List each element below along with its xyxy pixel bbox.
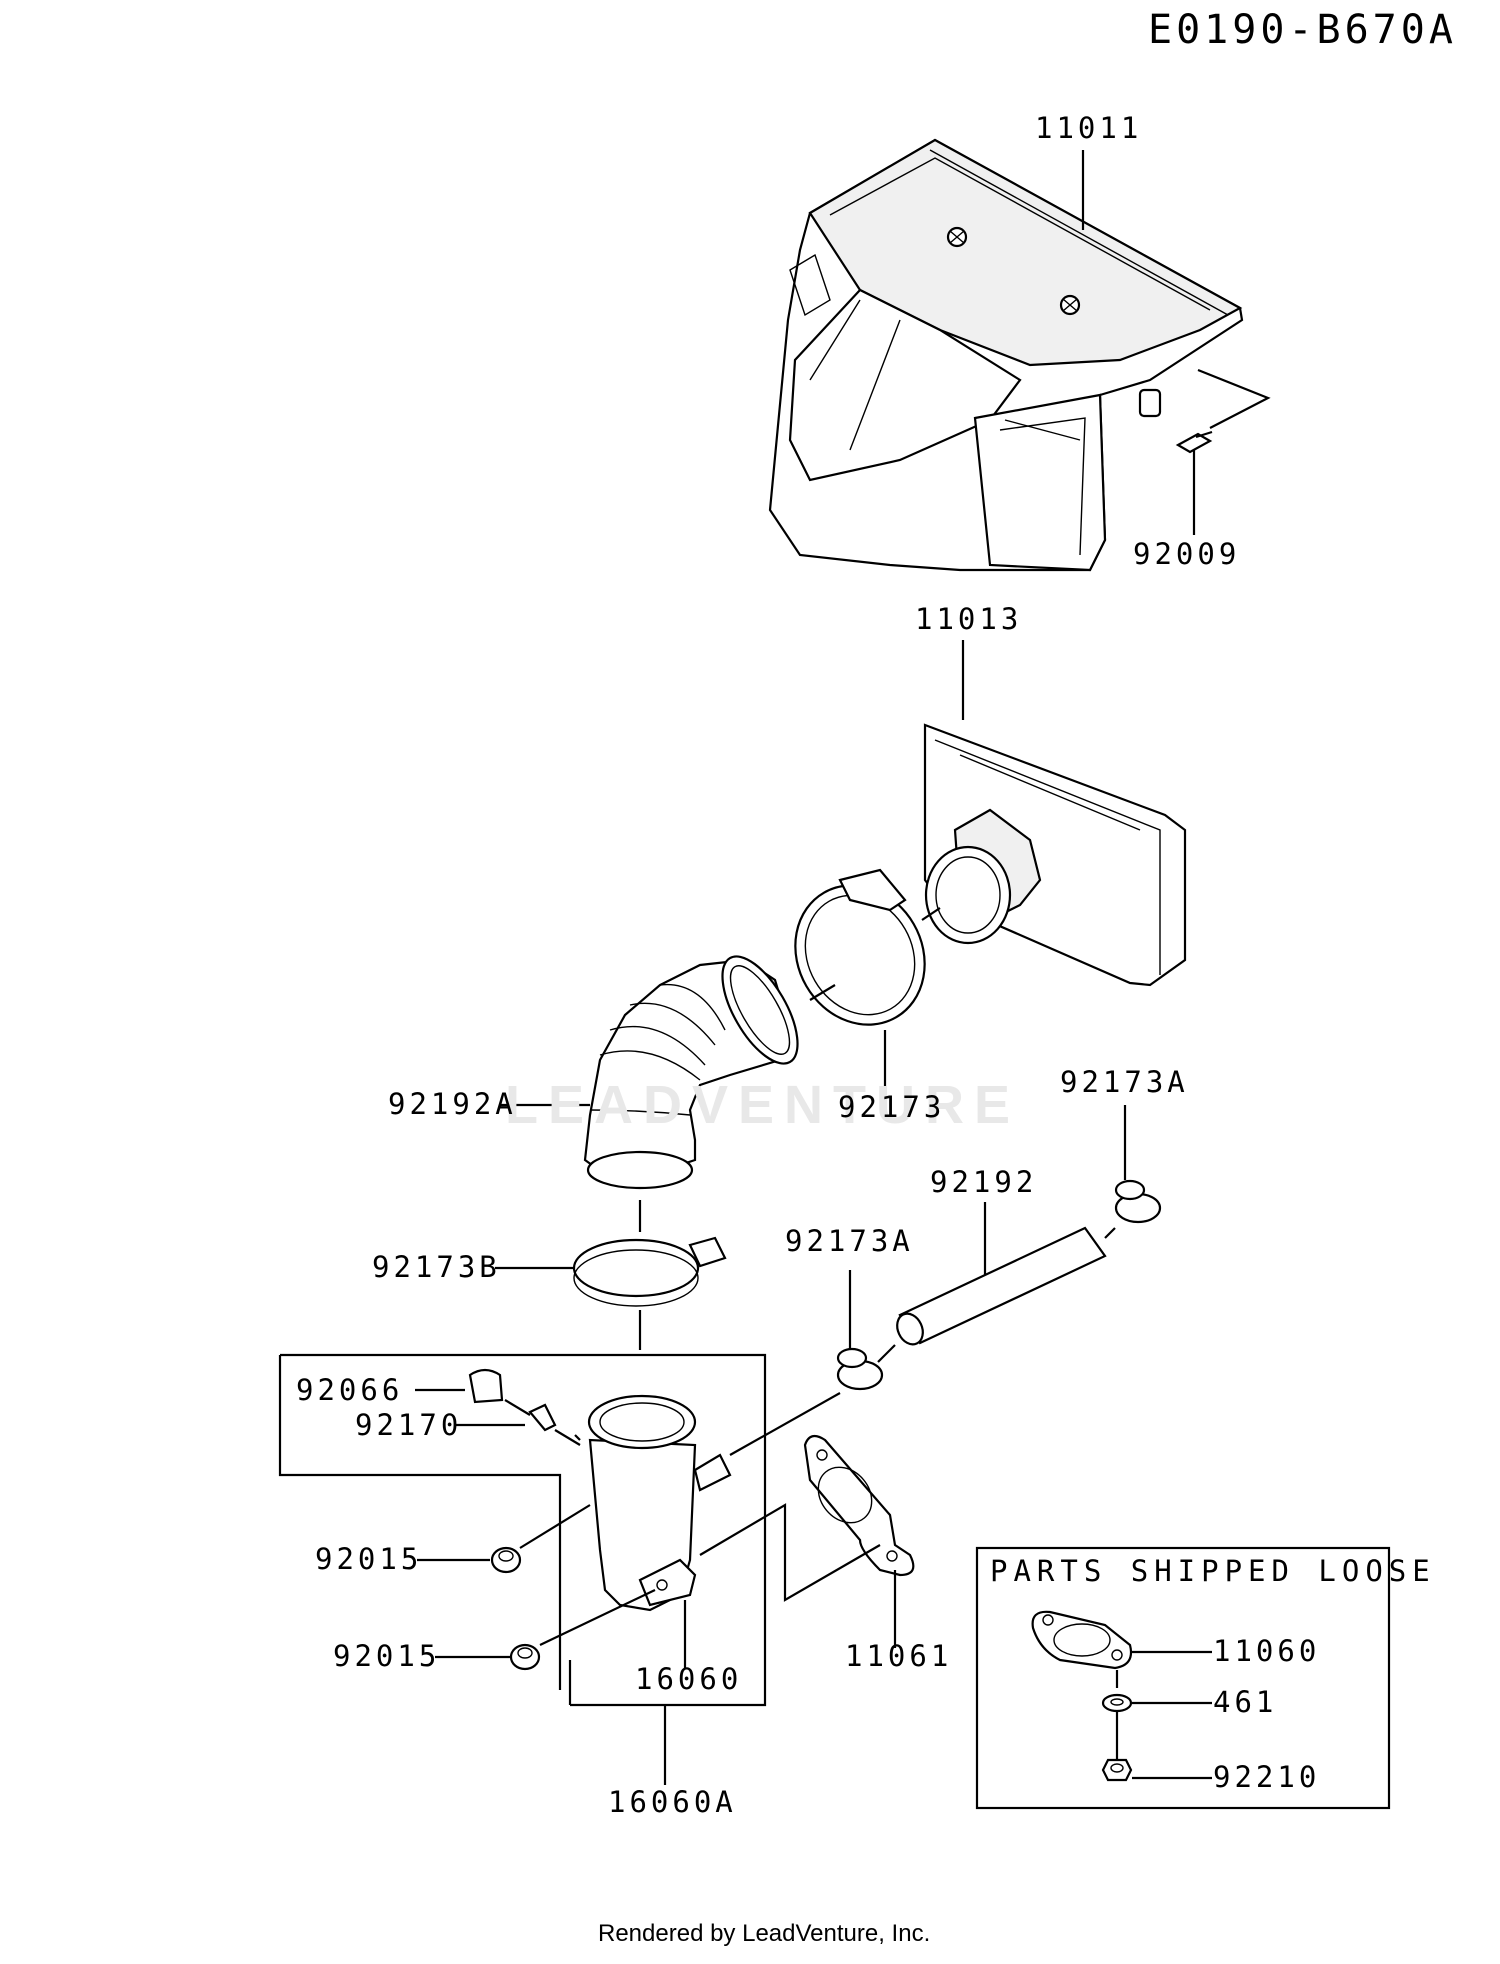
- hose-clamp-92173A-left: [836, 1270, 896, 1391]
- parts-shipped-loose-title: PARTS SHIPPED LOOSE: [990, 1554, 1436, 1588]
- part-label-92015-lower[interactable]: 92015: [333, 1639, 441, 1673]
- elbow-hose-92192A: [500, 955, 836, 1232]
- clip-92170: [455, 1403, 581, 1446]
- assembly-bracket-16060A: [278, 1353, 767, 1785]
- carburetor-body-16060: [574, 1392, 841, 1668]
- hose-92192: [896, 1202, 1107, 1346]
- footer-credit: Rendered by LeadVenture, Inc.: [598, 1920, 931, 1947]
- gasket-11061: [699, 1434, 915, 1648]
- part-label-92170[interactable]: 92170: [355, 1408, 463, 1442]
- part-label-16060[interactable]: 16060: [635, 1662, 743, 1696]
- hose-clamp-92173: [794, 868, 941, 1090]
- parts-shipped-loose-box: [975, 1546, 1391, 1810]
- part-label-11061[interactable]: 11061: [845, 1639, 953, 1673]
- nut-92015-upper: [417, 1504, 591, 1574]
- part-label-92173A-right[interactable]: 92173A: [1060, 1065, 1189, 1099]
- part-label-461[interactable]: 461: [1213, 1685, 1278, 1719]
- part-label-11013[interactable]: 11013: [915, 602, 1023, 636]
- part-label-92192[interactable]: 92192: [930, 1165, 1038, 1199]
- part-label-92015-upper[interactable]: 92015: [315, 1542, 423, 1576]
- watermark: LEADVENTURE: [505, 1075, 1021, 1135]
- air-filter-element-11013: [923, 640, 1187, 987]
- part-label-92009[interactable]: 92009: [1133, 537, 1241, 571]
- part-label-92173A-left[interactable]: 92173A: [785, 1224, 914, 1258]
- air-cleaner-cover-11011: [768, 138, 1244, 572]
- hose-clamp-92173B: [495, 1236, 727, 1350]
- part-label-92173[interactable]: 92173: [838, 1090, 946, 1124]
- part-label-92210[interactable]: 92210: [1213, 1760, 1321, 1794]
- screw-92009: [1175, 368, 1271, 535]
- nut-92015-lower: [435, 1589, 656, 1671]
- part-label-92066[interactable]: 92066: [296, 1373, 404, 1407]
- cap-92066: [415, 1368, 531, 1416]
- part-label-92192A[interactable]: 92192A: [388, 1087, 517, 1121]
- part-label-16060A[interactable]: 16060A: [608, 1785, 737, 1819]
- part-label-11060[interactable]: 11060: [1213, 1634, 1321, 1668]
- hose-clamp-92173A-right: [1104, 1105, 1162, 1239]
- part-label-11011[interactable]: 11011: [1035, 111, 1143, 145]
- diagram-code: E0190-B670A: [1148, 7, 1457, 53]
- part-label-92173B[interactable]: 92173B: [372, 1250, 501, 1284]
